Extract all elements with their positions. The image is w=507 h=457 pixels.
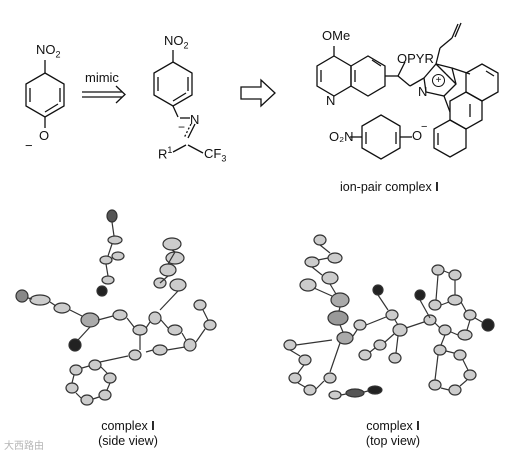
crystal-structure-top-view bbox=[283, 234, 495, 400]
side-view-subtitle: (side view) bbox=[98, 434, 158, 448]
phenolate-no2-label: NO2 bbox=[36, 42, 61, 60]
mimic-arrow bbox=[82, 85, 126, 104]
open-arrow bbox=[240, 78, 276, 108]
opyr-label: OPYR bbox=[397, 51, 434, 66]
r-group-text: R bbox=[158, 146, 168, 162]
ion-pair-complex-label: ion-pair complex I bbox=[340, 180, 439, 194]
phenolate-no-text: NO bbox=[36, 42, 56, 57]
cf-text: CF bbox=[204, 146, 222, 161]
side-view-caption: complex I (side view) bbox=[78, 419, 178, 449]
anthracene-ring bbox=[433, 63, 499, 158]
azaallyl-charge: − bbox=[178, 120, 186, 134]
cf3-subscript: 3 bbox=[221, 153, 227, 164]
top-view-caption: complex I (top view) bbox=[343, 419, 443, 449]
ion-pair-complex-roman: I bbox=[435, 180, 439, 194]
azaallyl-no-text: NO bbox=[164, 33, 184, 48]
side-view-title-roman: I bbox=[151, 419, 155, 433]
azaallyl-nitrogen: N bbox=[190, 112, 200, 127]
methoxy-label: OMe bbox=[322, 28, 351, 43]
watermark: 大西路由 bbox=[4, 441, 44, 452]
quinuclidine-nitrogen-label: N bbox=[418, 84, 428, 99]
mimic-label: mimic bbox=[85, 70, 119, 85]
phenolate-oxygen-label: O bbox=[39, 128, 50, 143]
azaallyl-structure bbox=[153, 50, 204, 154]
top-view-subtitle: (top view) bbox=[365, 434, 421, 448]
quinoline-nitrogen-label: N bbox=[326, 93, 336, 108]
azaallyl-no2-subscript: 2 bbox=[183, 40, 189, 51]
phenolate-no2-subscript: 2 bbox=[55, 49, 61, 60]
cf3-group-label: CF3 bbox=[204, 146, 226, 164]
phenolate-structure bbox=[25, 60, 65, 128]
reaction-scheme-structures bbox=[25, 22, 499, 160]
crystal-structure-side-view bbox=[15, 209, 217, 406]
ammonium-charge: + bbox=[432, 74, 445, 87]
top-view-title: complex I bbox=[343, 419, 443, 434]
r-group-superscript: 1 bbox=[167, 145, 173, 155]
side-view-title: complex I bbox=[78, 419, 178, 434]
side-view-title-text: complex bbox=[101, 419, 152, 433]
ion-pair-o2n-label: O₂N bbox=[329, 129, 354, 144]
phenolate-charge: − bbox=[25, 138, 33, 153]
azaallyl-no2-label: NO2 bbox=[164, 33, 189, 51]
top-view-title-roman: I bbox=[416, 419, 420, 433]
top-view-title-text: complex bbox=[366, 419, 417, 433]
ion-pair-oxygen-charge: − bbox=[421, 121, 428, 133]
ion-pair-oxygen-label: O bbox=[412, 128, 423, 143]
ion-pair-phenolate bbox=[350, 114, 412, 160]
quinoline-ring bbox=[316, 46, 398, 97]
r1-group-label: R1 bbox=[158, 145, 172, 161]
ion-pair-complex-text: ion-pair complex bbox=[340, 180, 432, 194]
quinuclidine-core bbox=[397, 22, 471, 113]
